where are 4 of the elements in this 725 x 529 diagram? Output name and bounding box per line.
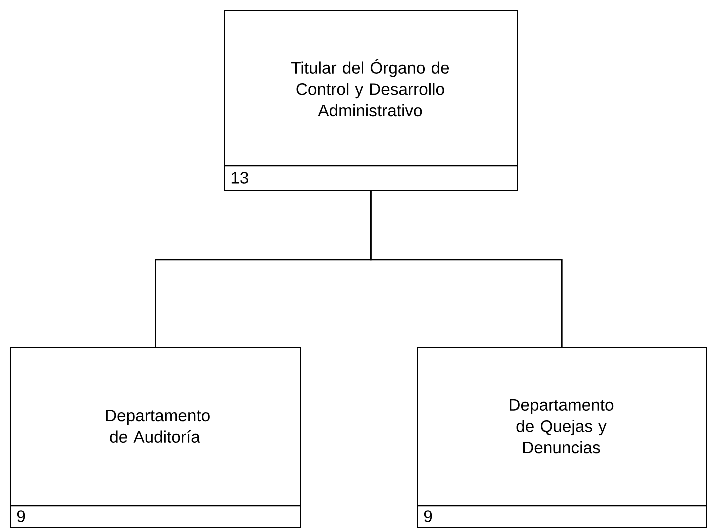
org-box: Titular del Órgano de Control y Desarrollo Administrativo 13 <box>224 10 518 192</box>
org-box: Departamento de Auditoría 9 <box>10 347 302 528</box>
connector <box>370 191 563 347</box>
org-box: Departamento de Quejas y Denuncias 9 <box>417 347 708 528</box>
